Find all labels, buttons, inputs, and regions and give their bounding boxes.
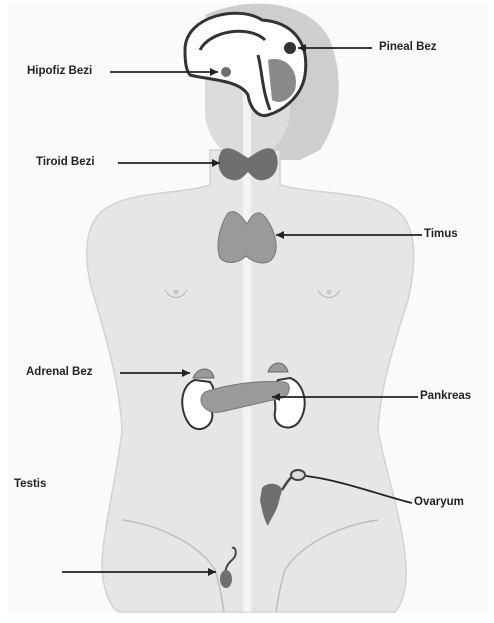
- testis: [220, 570, 232, 588]
- label-hypophysis: Hipofiz Bezi: [27, 65, 92, 77]
- label-ovary: Ovaryum: [414, 496, 464, 508]
- label-testis: Testis: [14, 478, 46, 490]
- label-adrenal: Adrenal Bez: [26, 366, 92, 378]
- pineal-gland: [284, 42, 296, 54]
- label-thyroid: Tiroid Bezi: [36, 156, 95, 168]
- ovary: [291, 470, 305, 480]
- pituitary-gland: [221, 67, 231, 77]
- label-pineal: Pineal Bez: [379, 41, 437, 53]
- body-midline: [243, 20, 251, 612]
- label-thymus: Timus: [424, 228, 458, 240]
- label-pancreas: Pankreas: [420, 390, 471, 402]
